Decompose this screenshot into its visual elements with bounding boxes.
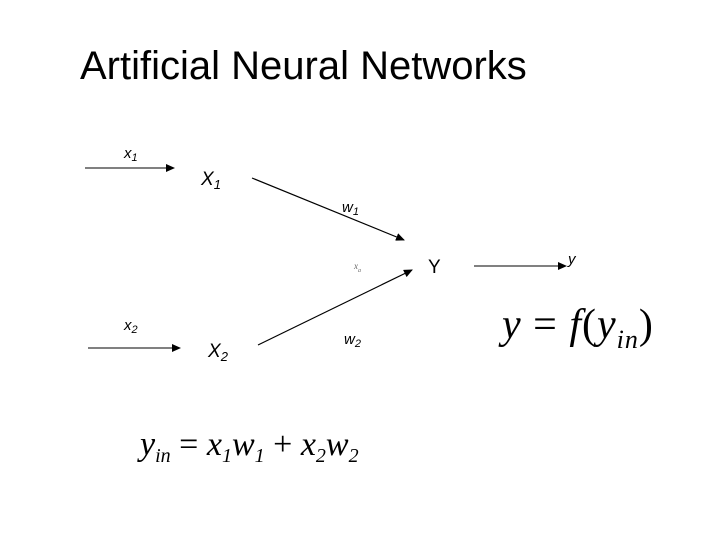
- page-title: Artificial Neural Networks: [80, 44, 527, 88]
- weight-label-w1: w1: [342, 199, 359, 218]
- activation-equation: y = f(yin): [502, 302, 654, 354]
- output-node-y: Y: [428, 257, 441, 278]
- input-node-x2: X2: [208, 341, 228, 364]
- weight-edge-w1: [251, 177, 405, 241]
- output-label-y: y: [568, 251, 576, 268]
- net-input-equation: yin = x1w1 + x2w2: [140, 426, 359, 467]
- weight-edge-w2: [257, 269, 413, 346]
- center-mark: xa: [354, 261, 361, 274]
- input-label-x1: x1: [124, 145, 138, 164]
- input-node-x1: X1: [201, 169, 221, 192]
- weight-label-w2: w2: [344, 331, 361, 350]
- input-label-x2: x2: [124, 317, 138, 336]
